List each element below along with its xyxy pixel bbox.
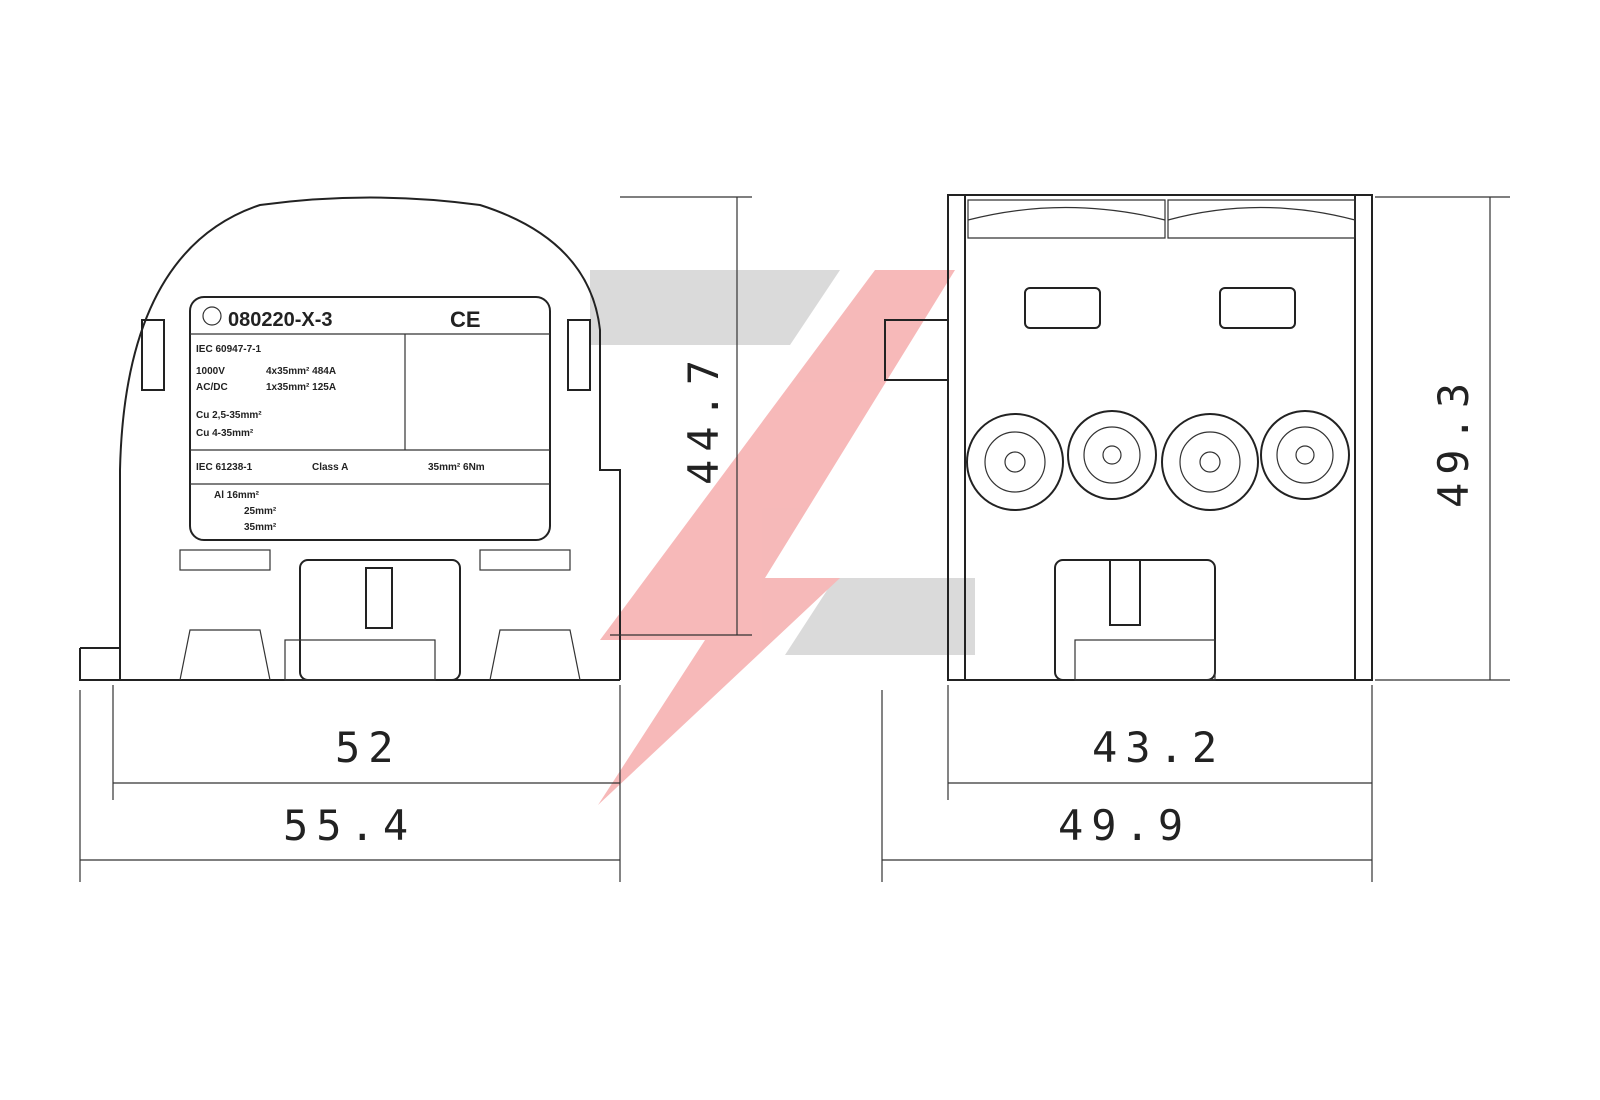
label-part-number: 080220-X-3 xyxy=(228,309,333,331)
dim-front-outer-width: 55.4 xyxy=(283,801,416,850)
label-standard-1: IEC 60947-7-1 xyxy=(196,344,261,355)
label-voltage: 1000V xyxy=(196,366,225,377)
label-al-2: 25mm² xyxy=(244,506,277,517)
label-rating-2: 1x35mm² 125A xyxy=(266,382,336,393)
ce-mark: CE xyxy=(450,307,481,332)
label-standard-2: IEC 61238-1 xyxy=(196,462,253,473)
watermark-bar-top xyxy=(590,270,840,345)
watermark-bar-bottom xyxy=(785,578,975,655)
dim-front-inner-width: 52 xyxy=(335,723,402,772)
label-class-size: 35mm² 6Nm xyxy=(428,462,485,473)
label-cu-1: Cu 2,5-35mm² xyxy=(196,410,262,421)
front-view: 080220-X-3 CE IEC 60947-7-1 1000V AC/DC … xyxy=(79,196,621,681)
dim-front-height: 44.7 xyxy=(679,352,728,485)
watermark-logo xyxy=(590,270,975,805)
watermark-bolt xyxy=(598,270,955,805)
label-cu-2: Cu 4-35mm² xyxy=(196,428,254,439)
label-al-1: Al 16mm² xyxy=(214,490,260,501)
terminal-screws xyxy=(966,410,1350,511)
label-rating-1: 4x35mm² 484A xyxy=(266,366,336,377)
dim-side-height: 49.3 xyxy=(1429,375,1478,508)
label-class: Class A xyxy=(312,462,348,473)
dimension-lines xyxy=(79,196,1510,882)
dim-side-outer-width: 49.9 xyxy=(1058,801,1191,850)
dim-side-inner-width: 43.2 xyxy=(1092,723,1225,772)
label-al-3: 35mm² xyxy=(244,522,277,533)
side-view xyxy=(884,194,1373,681)
label-current-type: AC/DC xyxy=(196,382,228,393)
